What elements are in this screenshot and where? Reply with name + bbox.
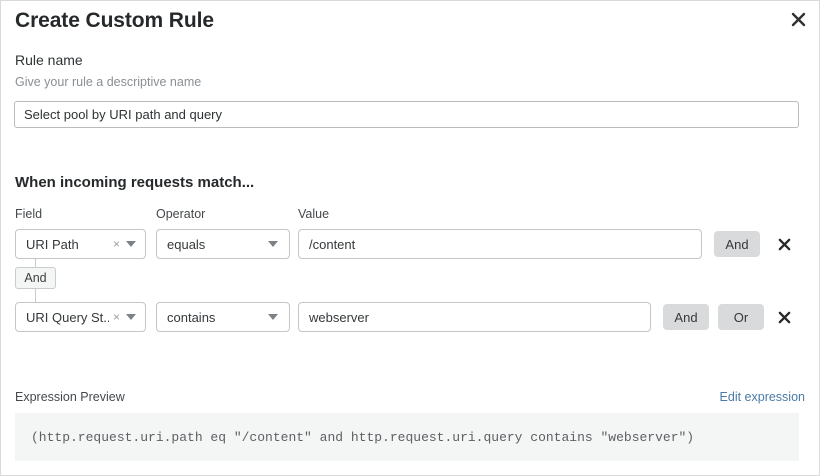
field-select-1[interactable]: URI Path × (15, 229, 146, 259)
remove-condition-button-1[interactable] (773, 233, 795, 255)
operator-select-value-2: contains (167, 309, 216, 325)
chevron-down-icon (268, 314, 278, 320)
clear-icon[interactable]: × (112, 310, 120, 324)
close-icon[interactable] (786, 7, 810, 31)
chevron-down-icon (268, 241, 278, 247)
clear-icon[interactable]: × (112, 237, 120, 251)
value-input-1[interactable] (298, 229, 702, 259)
connector-and-badge[interactable]: And (15, 267, 56, 289)
field-select-2[interactable]: URI Query St... × (15, 302, 146, 332)
expression-preview-code: (http.request.uri.path eq "/content" and… (31, 429, 695, 445)
column-header-operator: Operator (156, 207, 206, 221)
rule-name-help-text: Give your rule a descriptive name (15, 75, 202, 89)
condition-row: URI Query St... × contains And Or (1, 302, 819, 332)
field-select-value-2: URI Query St... (26, 309, 109, 325)
condition-connector: And (15, 259, 135, 305)
operator-select-value-1: equals (167, 236, 206, 252)
operator-select-2[interactable]: contains (156, 302, 290, 332)
chevron-down-icon (126, 241, 136, 247)
column-header-field: Field (15, 207, 43, 221)
rule-name-input[interactable] (14, 101, 799, 128)
and-button-1[interactable]: And (714, 231, 760, 257)
chevron-down-icon (126, 314, 136, 320)
condition-row: URI Path × equals And (1, 229, 819, 259)
column-header-value: Value (298, 207, 330, 221)
or-button-2[interactable]: Or (718, 304, 764, 330)
conditions-heading: When incoming requests match... (15, 174, 255, 191)
page-title: Create Custom Rule (15, 9, 214, 32)
operator-select-1[interactable]: equals (156, 229, 290, 259)
and-button-2[interactable]: And (663, 304, 709, 330)
expression-preview-label: Expression Preview (15, 390, 125, 404)
remove-condition-button-2[interactable] (773, 306, 795, 328)
expression-preview-box: (http.request.uri.path eq "/content" and… (15, 413, 799, 461)
edit-expression-link[interactable]: Edit expression (719, 390, 805, 404)
value-input-2[interactable] (298, 302, 651, 332)
rule-name-label: Rule name (15, 52, 83, 68)
field-select-value-1: URI Path (26, 236, 79, 252)
